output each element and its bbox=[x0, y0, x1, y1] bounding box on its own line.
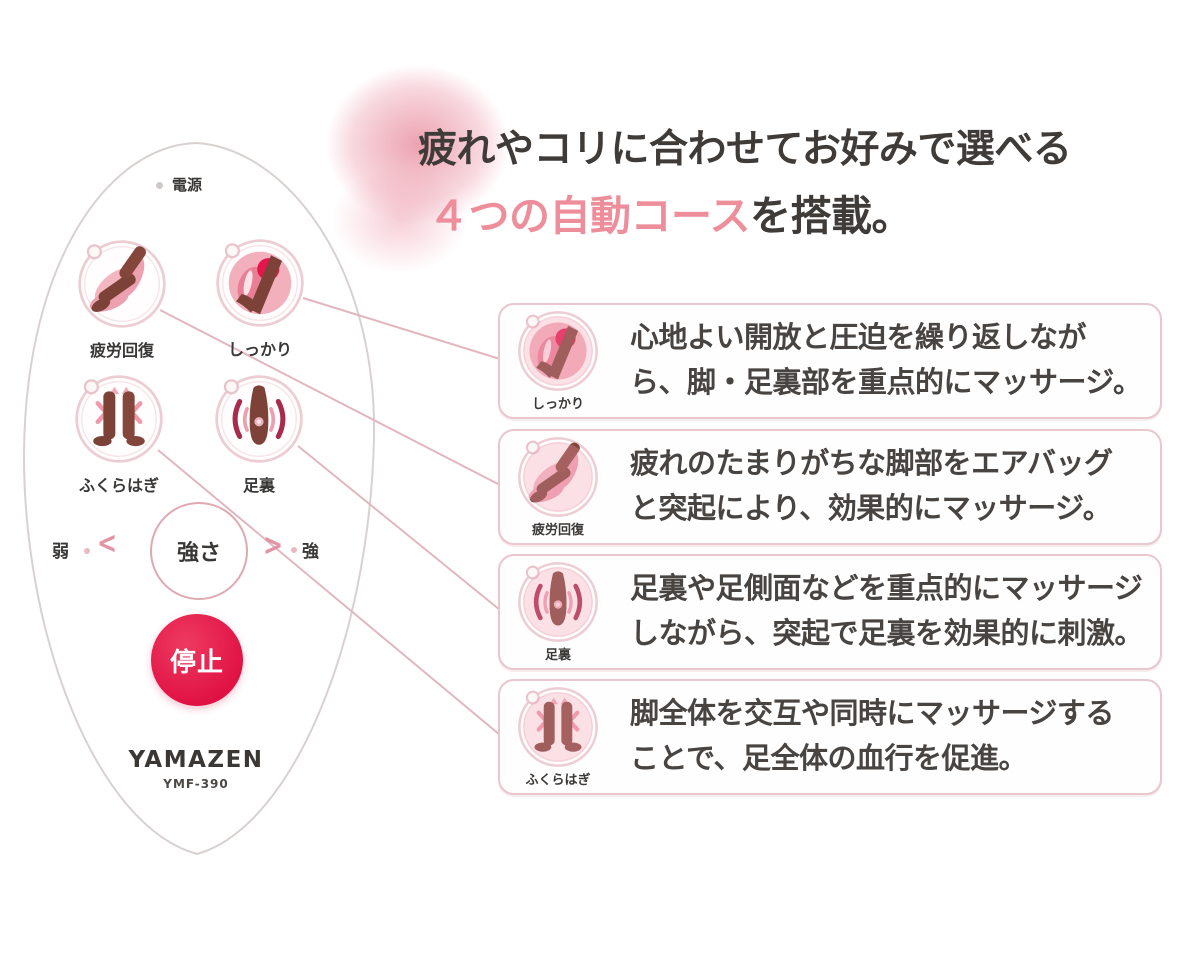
stop-button-label: 停止 bbox=[169, 647, 224, 678]
course-description-line: ら、脚・足裏部を重点的にマッサージ。 bbox=[630, 365, 1142, 399]
headline-line1: 疲れやコリに合わせてお好みで選べる bbox=[418, 127, 1072, 172]
headline-highlight: ４つの自動コース bbox=[428, 192, 750, 240]
course-box-hirokaifuku: 疲労回復 疲れのたまりがちな脚部をエアバッグ と突起により、効果的にマッサージ。 bbox=[498, 429, 1162, 545]
shikkari-icon bbox=[214, 237, 306, 329]
course-icon-label: しっかり bbox=[531, 397, 584, 412]
course-icon-label: 疲労回復 bbox=[531, 523, 584, 538]
fukurahagi-icon bbox=[516, 685, 600, 769]
brand-logo: YAMAZEN bbox=[128, 747, 264, 773]
course-description: 心地よい開放と圧迫を繰り返しなが ら、脚・足裏部を重点的にマッサージ。 bbox=[630, 315, 1142, 405]
shikkari-icon bbox=[516, 309, 600, 393]
remote-button-label-hirokaifuku: 疲労回復 bbox=[89, 341, 154, 360]
course-description-line: 脚全体を交互や同時にマッサージする bbox=[630, 696, 1114, 730]
headline-line2: ４つの自動コースを搭載。 bbox=[428, 182, 912, 242]
remote-button-ashiura: 足裏 bbox=[199, 373, 319, 496]
power-label: 電源 bbox=[172, 176, 203, 194]
course-icon-label: 足裏 bbox=[544, 648, 571, 663]
course-description-line: 心地よい開放と圧迫を繰り返しなが bbox=[630, 320, 1087, 354]
chevron-left-icon: < bbox=[97, 525, 118, 561]
course-description-line: と突起により、効果的にマッサージ。 bbox=[630, 491, 1112, 525]
remote-button-label-ashiura: 足裏 bbox=[242, 476, 275, 495]
hirokaifuku-icon bbox=[516, 435, 600, 519]
remote-button-label-fukurahagi: ふくらはぎ bbox=[78, 476, 159, 495]
strength-strong-label: 強 bbox=[302, 542, 319, 562]
course-description-line: しながら、突起で足裏を効果的に刺激。 bbox=[630, 616, 1144, 650]
stop-button: 停止 bbox=[151, 614, 243, 706]
strength-dial: 強さ bbox=[150, 502, 248, 600]
course-description: 疲れのたまりがちな脚部をエアバッグ と突起により、効果的にマッサージ。 bbox=[630, 441, 1113, 531]
strength-strong-dot-icon bbox=[291, 547, 297, 553]
remote-button-shikkari: しっかり bbox=[200, 237, 320, 360]
remote-button-hirokaifuku: 疲労回復 bbox=[62, 238, 182, 361]
connector-ashiura bbox=[297, 445, 501, 611]
power-led-icon bbox=[156, 182, 163, 189]
course-description: 足裏や足側面などを重点的にマッサージ しながら、突起で足裏を効果的に刺激。 bbox=[630, 566, 1144, 656]
connector-fukurahagi bbox=[157, 449, 501, 736]
course-box-shikkari: しっかり 心地よい開放と圧迫を繰り返しなが ら、脚・足裏部を重点的にマッサージ。 bbox=[498, 303, 1162, 419]
connector-shikkari bbox=[302, 297, 501, 360]
course-description: 脚全体を交互や同時にマッサージする ことで、足全体の血行を促進。 bbox=[630, 691, 1114, 781]
ashiura-icon bbox=[516, 560, 600, 644]
course-description-line: 足裏や足側面などを重点的にマッサージ bbox=[630, 571, 1143, 605]
course-description-line: ことで、足全体の血行を促進。 bbox=[630, 741, 1027, 775]
course-box-ashiura: 足裏 足裏や足側面などを重点的にマッサージ しながら、突起で足裏を効果的に刺激。 bbox=[498, 554, 1162, 670]
strength-weak-label: 弱 bbox=[52, 542, 69, 562]
remote-button-label-shikkari: しっかり bbox=[227, 340, 292, 359]
strength-label: 強さ bbox=[176, 541, 221, 566]
hirokaifuku-icon bbox=[76, 238, 168, 330]
course-icon-label: ふくらはぎ bbox=[525, 773, 591, 788]
chevron-right-icon: > bbox=[263, 527, 284, 563]
fukurahagi-icon bbox=[73, 373, 165, 465]
ashiura-icon bbox=[213, 373, 305, 465]
headline-line2-rest: を搭載。 bbox=[749, 192, 913, 240]
model-number: YMF-390 bbox=[163, 777, 229, 791]
connector-hirokaifuku bbox=[159, 309, 501, 486]
strength-weak-dot-icon bbox=[84, 548, 90, 554]
course-description-line: 疲れのたまりがちな脚部をエアバッグ bbox=[630, 446, 1113, 480]
course-box-fukurahagi: ふくらはぎ 脚全体を交互や同時にマッサージする ことで、足全体の血行を促進。 bbox=[498, 679, 1162, 795]
remote-button-fukurahagi: ふくらはぎ bbox=[59, 373, 179, 496]
